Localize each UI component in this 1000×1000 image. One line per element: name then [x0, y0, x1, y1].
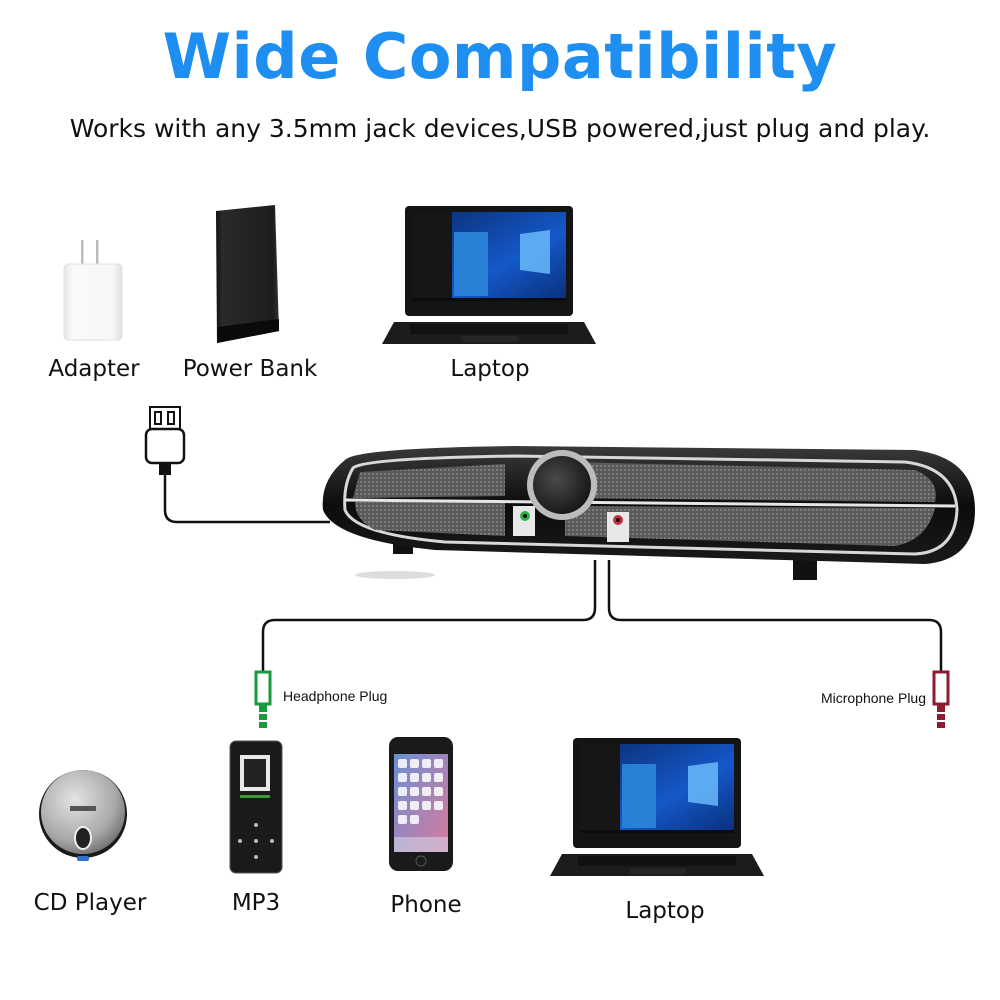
- page-title: Wide Compatibility: [162, 20, 838, 93]
- phone-label: Phone: [390, 892, 462, 918]
- page-subtitle: Works with any 3.5mm jack devices,USB po…: [69, 114, 931, 143]
- adapter-label: Adapter: [48, 356, 140, 382]
- headphone-plug-icon: [254, 670, 272, 728]
- laptop-icon: [550, 738, 764, 876]
- headphone-plug-label: Headphone Plug: [283, 688, 388, 704]
- microphone-plug-icon: [932, 670, 950, 728]
- power-bank-icon: [216, 205, 279, 343]
- laptop-bottom-label: Laptop: [625, 898, 705, 924]
- cd-player-product: [38, 768, 128, 864]
- mp3-player-icon: [229, 740, 283, 874]
- cd-player-label: CD Player: [33, 890, 147, 916]
- power-bank-product: [213, 205, 281, 347]
- laptop-top-label: Laptop: [450, 356, 530, 382]
- phone-icon: [389, 737, 453, 871]
- laptop-bottom-product: [548, 736, 768, 878]
- wall-adapter-icon: [63, 240, 123, 341]
- soundbar-icon: [322, 446, 975, 580]
- mp3-label: MP3: [231, 890, 281, 916]
- audio-cables: [261, 560, 943, 672]
- adapter-product: [62, 240, 124, 342]
- laptop-top-product: [380, 204, 600, 346]
- soundbar-product: [315, 440, 980, 580]
- usb-cable: [163, 470, 330, 524]
- cd-player-icon: [39, 770, 127, 861]
- phone-product: [389, 737, 453, 871]
- mp3-product: [229, 740, 283, 874]
- power-bank-label: Power Bank: [182, 356, 318, 382]
- usb-plug-icon: [144, 406, 186, 475]
- microphone-plug-label: Microphone Plug: [820, 690, 926, 706]
- laptop-icon: [382, 206, 596, 344]
